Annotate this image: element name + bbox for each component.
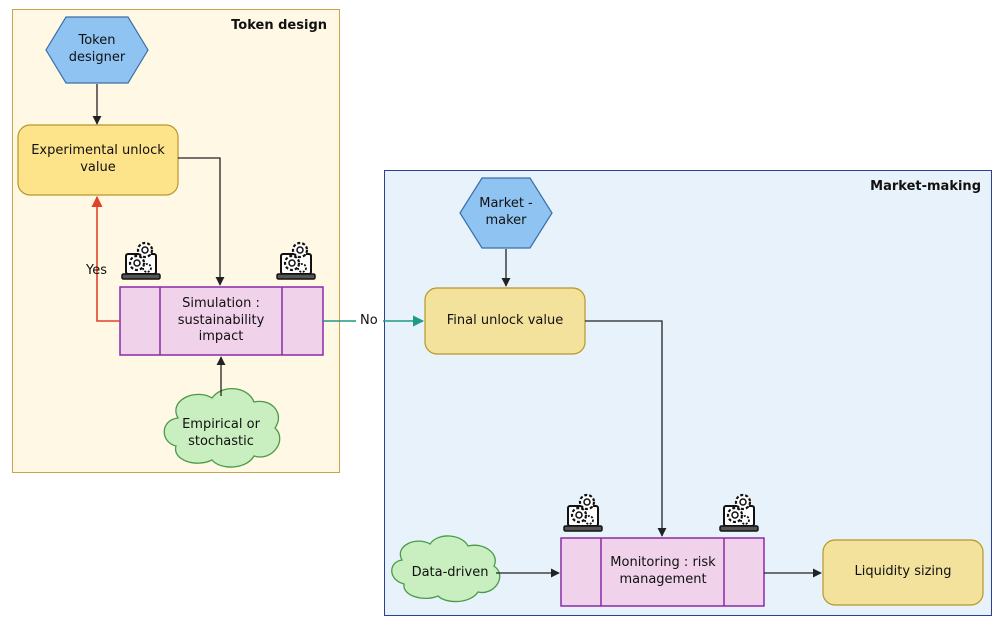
market-making-title: Market-making: [870, 179, 981, 194]
monitoring-process-box: [560, 537, 765, 607]
computer-gears-icon: [275, 241, 317, 281]
no-label: No: [360, 313, 378, 328]
market-maker-label: Market -maker: [479, 196, 533, 228]
computer-gears-icon: [120, 241, 162, 281]
experimental-unlock-box: [17, 124, 179, 196]
token-designer-hexagon: [45, 16, 149, 84]
liquidity-box: [822, 539, 984, 606]
simulation-process-box: [119, 286, 324, 356]
empirical-label: Empirical or stochastic: [182, 417, 260, 449]
empirical-cloud: [163, 388, 281, 468]
experimental-unlock-label: Experimental unlock value: [31, 143, 165, 175]
liquidity-label: Liquidity sizing: [854, 564, 952, 580]
data-driven-cloud: [391, 535, 501, 603]
final-unlock-label: Final unlock value: [446, 312, 564, 328]
computer-gears-icon: [562, 493, 604, 533]
market-maker-hexagon: [459, 177, 553, 249]
data-driven-label: Data-driven: [411, 564, 489, 580]
arrow-experimental-to-simulation: [178, 157, 225, 286]
simulation-label: Simulation : sustainability impact: [177, 295, 265, 345]
arrow-final-to-monitoring: [585, 320, 667, 537]
arrow-yes-loop: [91, 195, 120, 322]
token-designer-label: Token designer: [68, 33, 126, 65]
token-design-panel: Token design: [12, 9, 340, 473]
yes-label: Yes: [86, 263, 107, 278]
token-design-title: Token design: [231, 18, 327, 33]
monitoring-label: Monitoring : risk management: [610, 555, 716, 587]
computer-gears-icon: [718, 493, 760, 533]
